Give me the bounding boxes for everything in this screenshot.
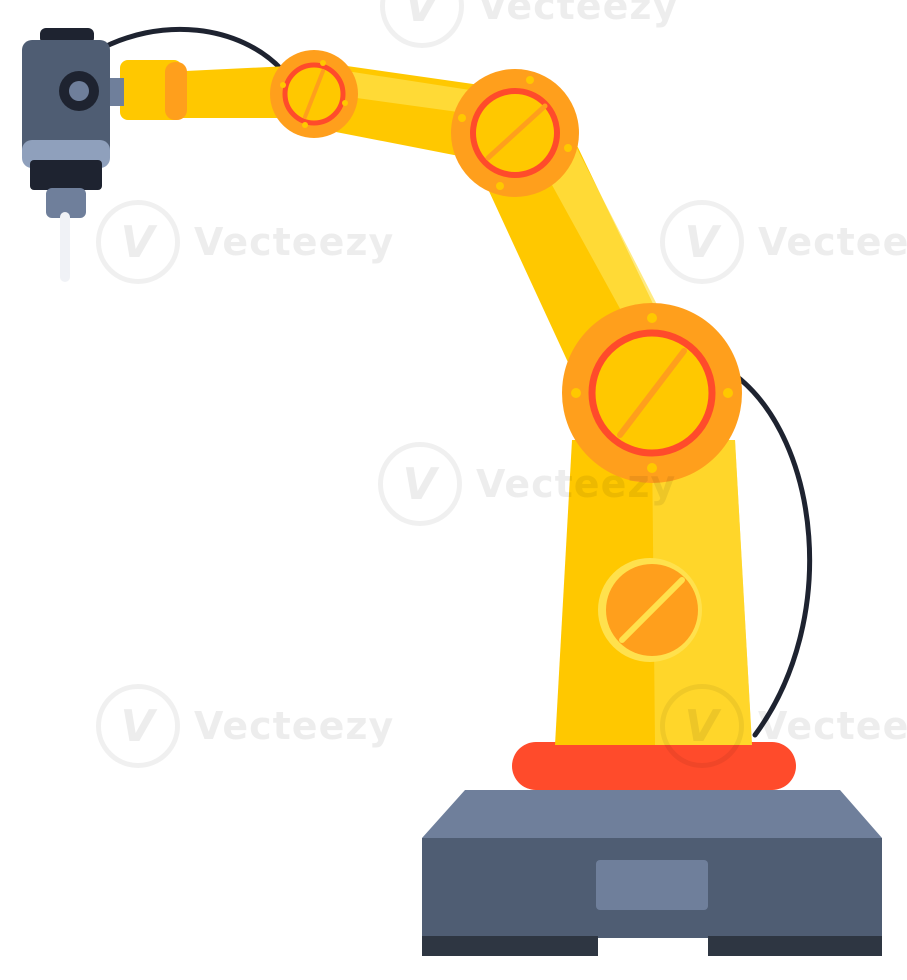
base-foot-left bbox=[422, 936, 598, 956]
tool-head bbox=[22, 28, 124, 282]
shoulder-joint bbox=[562, 303, 742, 483]
base-panel bbox=[596, 860, 708, 910]
base-platform bbox=[422, 790, 882, 956]
upper-cable bbox=[92, 26, 285, 73]
elbow-joint bbox=[451, 69, 579, 197]
wrist-joint bbox=[270, 50, 358, 138]
lower-cable bbox=[732, 372, 813, 738]
tower-plate bbox=[598, 558, 702, 662]
base-rotary-ring bbox=[512, 742, 796, 790]
base-foot-right bbox=[708, 936, 882, 956]
